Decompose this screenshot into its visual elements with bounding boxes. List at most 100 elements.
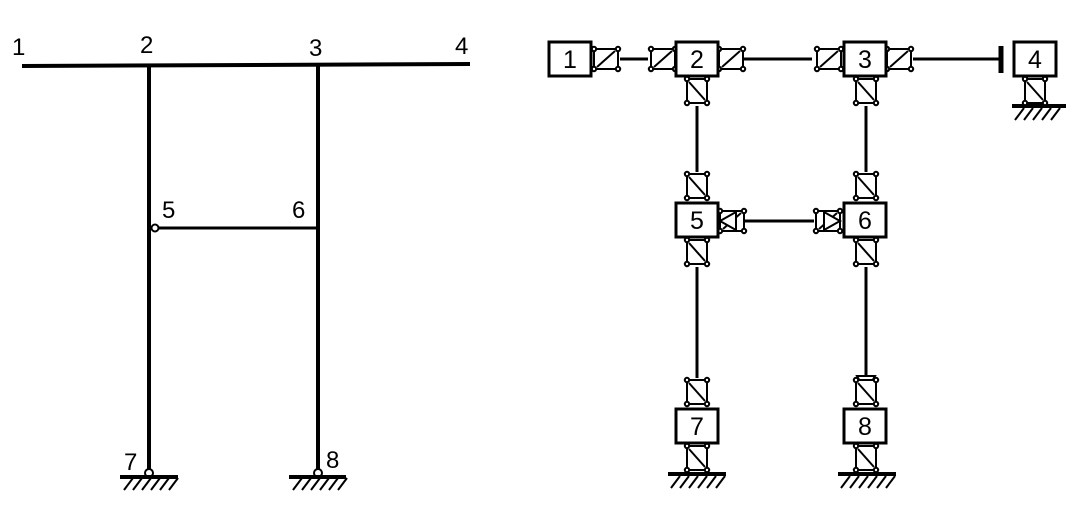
connector-pin: [703, 170, 711, 178]
connector-pin: [852, 194, 860, 202]
connector-pin: [740, 207, 748, 215]
hinge-5: [150, 223, 160, 233]
connector-diagonal: [857, 242, 875, 262]
connector-diagonal: [857, 382, 875, 402]
frame-diagram: [21, 62, 471, 491]
hatch-line: [1050, 107, 1061, 121]
hatch-line: [1023, 107, 1034, 121]
block-1: [547, 40, 593, 78]
hatch-line: [123, 477, 134, 491]
connector-pin: [872, 400, 880, 408]
node-label-4: 4: [455, 33, 468, 60]
connector-pin: [683, 170, 691, 178]
connector-pin: [647, 65, 655, 73]
node-label-1: 1: [12, 34, 25, 61]
connector-diagonal: [688, 81, 706, 101]
connector-pin: [703, 400, 711, 408]
connector-pin: [852, 466, 860, 474]
node-label-8: 8: [326, 447, 339, 474]
connector-diagonal: [653, 50, 673, 68]
hatch-line: [697, 475, 708, 489]
connector-pin: [872, 260, 880, 268]
connector-pin: [836, 207, 844, 215]
connector-pin: [852, 376, 860, 384]
connector-triangle: [717, 210, 737, 232]
connector-pin: [872, 466, 880, 474]
ground-hatch-block-7: [670, 475, 726, 489]
hatch-line: [319, 477, 330, 491]
connector-pin: [683, 466, 691, 474]
hatch-line: [1032, 107, 1043, 121]
hatch-line: [715, 475, 726, 489]
connector-pin: [1021, 99, 1029, 107]
connector-symbols: [590, 45, 1049, 474]
block-4: [1012, 40, 1058, 78]
block-label-6: 6: [858, 207, 872, 235]
hatch-line: [1041, 107, 1052, 121]
connector-pin: [813, 65, 821, 73]
connector-pin: [703, 260, 711, 268]
connector-diagonal: [819, 50, 839, 68]
connector-pin: [872, 376, 880, 384]
hatch-line: [132, 477, 143, 491]
connector-diagonal: [1026, 81, 1044, 101]
connector-diagonal: [857, 176, 875, 196]
node-label-3: 3: [309, 35, 322, 62]
connector-pin: [739, 45, 747, 53]
block-6: [842, 201, 888, 239]
ground-hatch-block-4: [1014, 107, 1061, 121]
connector-pin: [703, 466, 711, 474]
connector-pin: [683, 99, 691, 107]
connector-diagonal: [857, 81, 875, 101]
hatch-line: [840, 475, 851, 489]
connector-diagonal: [688, 176, 706, 196]
hatch-line: [337, 477, 348, 491]
connector-pin: [813, 45, 821, 53]
hatch-line: [310, 477, 321, 491]
hatch-line: [301, 477, 312, 491]
ground-hatch-block-8: [840, 475, 896, 489]
connector-pin: [852, 260, 860, 268]
hatch-line: [679, 475, 690, 489]
connector-pin: [1041, 99, 1049, 107]
connector-pin: [872, 99, 880, 107]
connector-pin: [872, 194, 880, 202]
beam-1-4: [21, 62, 471, 68]
hatch-line: [328, 477, 339, 491]
connector-pin: [614, 45, 622, 53]
hatch-line: [876, 475, 887, 489]
hatch-line: [849, 475, 860, 489]
connector-diagonal: [857, 448, 875, 468]
hatch-line: [292, 477, 303, 491]
connector-pin: [683, 194, 691, 202]
connector-pin: [852, 400, 860, 408]
connector-diagonal: [889, 50, 909, 68]
connector-diagonal: [721, 50, 741, 68]
ground-hatch-7: [123, 477, 179, 491]
connector-pin: [852, 170, 860, 178]
connector-pin: [812, 227, 820, 235]
connector-pin: [614, 65, 622, 73]
connector-pin: [836, 227, 844, 235]
connector-diagonal: [688, 382, 706, 402]
hatch-line: [688, 475, 699, 489]
connector-pin: [647, 45, 655, 53]
connector-pin: [739, 65, 747, 73]
hatch-line: [858, 475, 869, 489]
hatch-line: [867, 475, 878, 489]
block-5: [674, 201, 720, 239]
hatch-line: [1014, 107, 1025, 121]
connector-pin: [703, 194, 711, 202]
connector-pin: [907, 45, 915, 53]
connector-pin: [740, 227, 748, 235]
block-label-7: 7: [690, 413, 704, 441]
hatch-line: [168, 477, 179, 491]
connector-diagonal: [596, 50, 616, 68]
connector-pin: [683, 376, 691, 384]
block-7: [674, 407, 720, 445]
block-label-4: 4: [1028, 46, 1042, 74]
connector-pin: [812, 207, 820, 215]
connector-pin: [703, 376, 711, 384]
block-label-3: 3: [858, 46, 872, 74]
connector-pin: [907, 65, 915, 73]
